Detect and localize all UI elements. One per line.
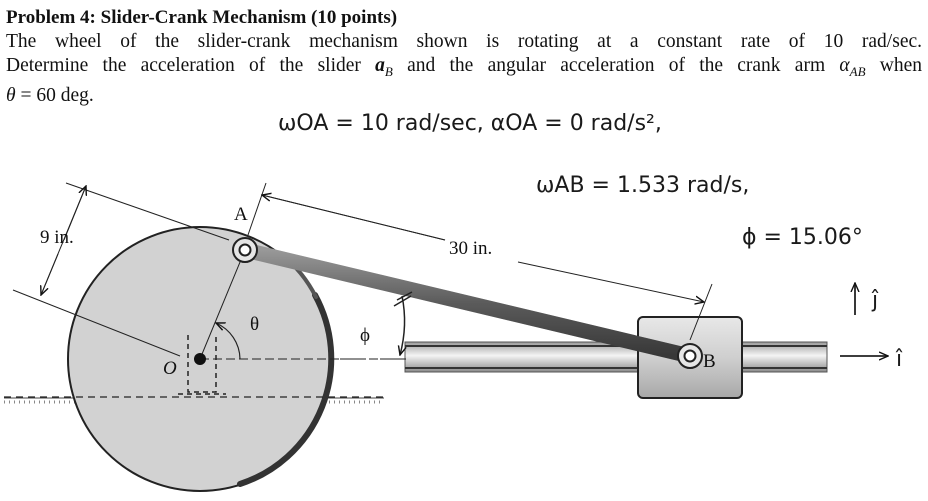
handwritten-phi: ϕ = 15.06° <box>742 225 863 250</box>
label-b: B <box>703 351 716 372</box>
problem-title: Problem 4: Slider-Crank Mechanism (10 po… <box>6 7 398 28</box>
problem-line-2-c: when <box>865 55 922 76</box>
pivot-pedestal <box>187 335 217 393</box>
label-radius: 9 in. <box>40 227 74 248</box>
slider-rail <box>404 341 828 373</box>
connecting-rod <box>237 242 698 364</box>
problem-line-3: θ = 60 deg. <box>6 84 922 108</box>
label-o: O <box>163 358 177 379</box>
problem-line-1: The wheel of the slider-crank mechanism … <box>6 31 922 52</box>
handwritten-omega-oa: ωOA = 10 rad/sec, αOA = 0 rad/s², <box>278 111 662 136</box>
pivot-o <box>194 353 206 365</box>
label-a: A <box>234 204 248 225</box>
var-a: a <box>375 55 385 76</box>
phi-angle <box>340 291 413 360</box>
radius-dimension <box>12 182 230 357</box>
sub-ab: AB <box>849 63 866 79</box>
pin-a <box>232 237 258 263</box>
problem-line-2: Determine the acceleration of the slider… <box>6 54 922 84</box>
problem-line-2-b: and the angular acceleration of the cran… <box>392 55 840 76</box>
crank-radius-line <box>199 249 246 360</box>
problem-statement: Problem 4: Slider-Crank Mechanism (10 po… <box>6 6 922 108</box>
rod-length-dimension <box>247 182 713 341</box>
var-alpha: α <box>839 55 850 76</box>
theta-arc <box>216 323 241 360</box>
pin-b <box>677 343 703 369</box>
var-theta: θ <box>6 84 16 106</box>
problem-line-3-text: = 60 deg. <box>15 84 94 106</box>
sub-b: B <box>384 63 393 79</box>
handwritten-i-hat: î <box>895 347 903 372</box>
label-phi: ϕ <box>360 325 370 346</box>
handwritten-j-hat: ĵ <box>871 288 879 313</box>
problem-line-2-a: Determine the acceleration of the slider <box>6 55 376 76</box>
label-theta: θ <box>250 314 259 335</box>
handwritten-omega-ab: ωAB = 1.533 rad/s, <box>536 173 749 198</box>
label-rod: 30 in. <box>449 238 492 259</box>
